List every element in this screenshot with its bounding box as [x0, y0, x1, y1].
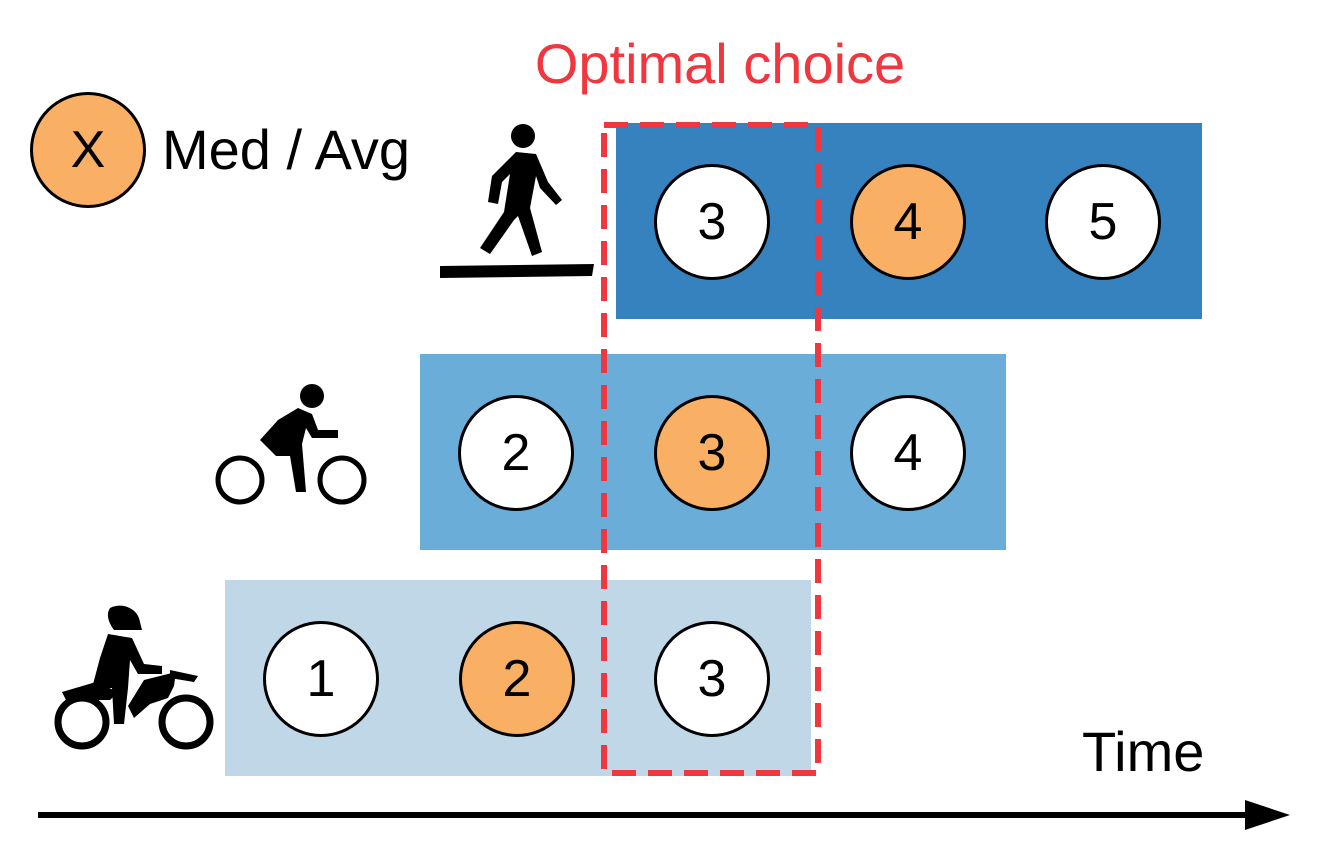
cycling-node-1: 2 [458, 395, 574, 511]
walking-node-2: 4 [850, 164, 966, 280]
cycling-node-3: 4 [850, 395, 966, 511]
bicycle-rider-icon [215, 384, 367, 505]
time-axis-arrowhead [1245, 800, 1290, 830]
walking-node-3: 5 [1045, 164, 1161, 280]
optimal-choice-title: Optimal choice [534, 32, 906, 95]
legend-median-circle: X [30, 92, 146, 208]
motorcycle-node-3: 3 [654, 621, 770, 737]
walking-node-1: 3 [654, 164, 770, 280]
motorcycle-rider-icon [54, 605, 214, 750]
motorcycle-node-1: 1 [263, 621, 379, 737]
cycling-node-2: 3 [654, 395, 770, 511]
legend-symbol: X [70, 121, 106, 179]
legend-label: Med / Avg [162, 118, 411, 181]
motorcycle-node-2: 2 [459, 621, 575, 737]
walking-person-icon [440, 124, 594, 278]
time-axis-label: Time [1082, 720, 1205, 783]
